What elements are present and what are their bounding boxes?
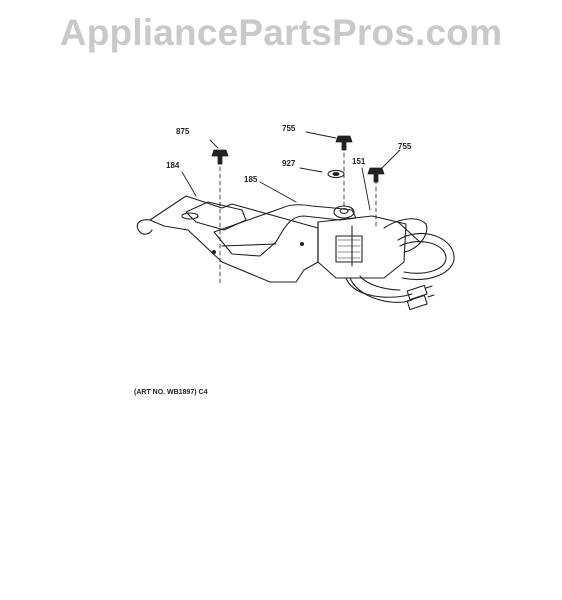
bracket-tab-184	[185, 201, 247, 231]
callout-755-right: 755	[398, 142, 412, 151]
bracket-hole-right	[299, 241, 304, 246]
leader-185	[259, 181, 297, 203]
leader-151	[361, 167, 371, 211]
mounting-bracket	[149, 195, 319, 283]
strap-185	[213, 204, 357, 257]
art-number-label: (ART NO. WB1897) C4	[134, 389, 208, 396]
fan-blade	[383, 218, 428, 253]
screw-755-right	[367, 167, 385, 183]
wire-harness	[345, 277, 413, 298]
leader-875	[209, 139, 219, 149]
screw-755-top	[335, 135, 353, 151]
motor-housing	[317, 215, 407, 279]
wire-connector-b	[406, 294, 428, 311]
leader-184	[181, 171, 197, 197]
callout-184: 184	[166, 161, 180, 170]
washer-927	[327, 169, 345, 179]
callout-151: 151	[352, 157, 366, 166]
callout-755-top: 755	[282, 124, 296, 133]
bracket-hole-left	[211, 249, 216, 254]
bracket-hook	[136, 219, 153, 235]
screw-875	[211, 149, 229, 165]
leader-755-top	[305, 131, 337, 139]
leader-755-right	[381, 149, 401, 169]
leader-927	[299, 167, 323, 173]
callout-927: 927	[282, 159, 296, 168]
fan-ring	[397, 232, 455, 281]
tab-slot	[181, 212, 199, 220]
site-watermark: AppliancePartsPros.com	[59, 12, 503, 53]
callout-875: 875	[176, 127, 190, 136]
motor-winding	[335, 235, 363, 263]
callout-185: 185	[244, 175, 258, 184]
motor-shaft-boss	[333, 205, 355, 219]
